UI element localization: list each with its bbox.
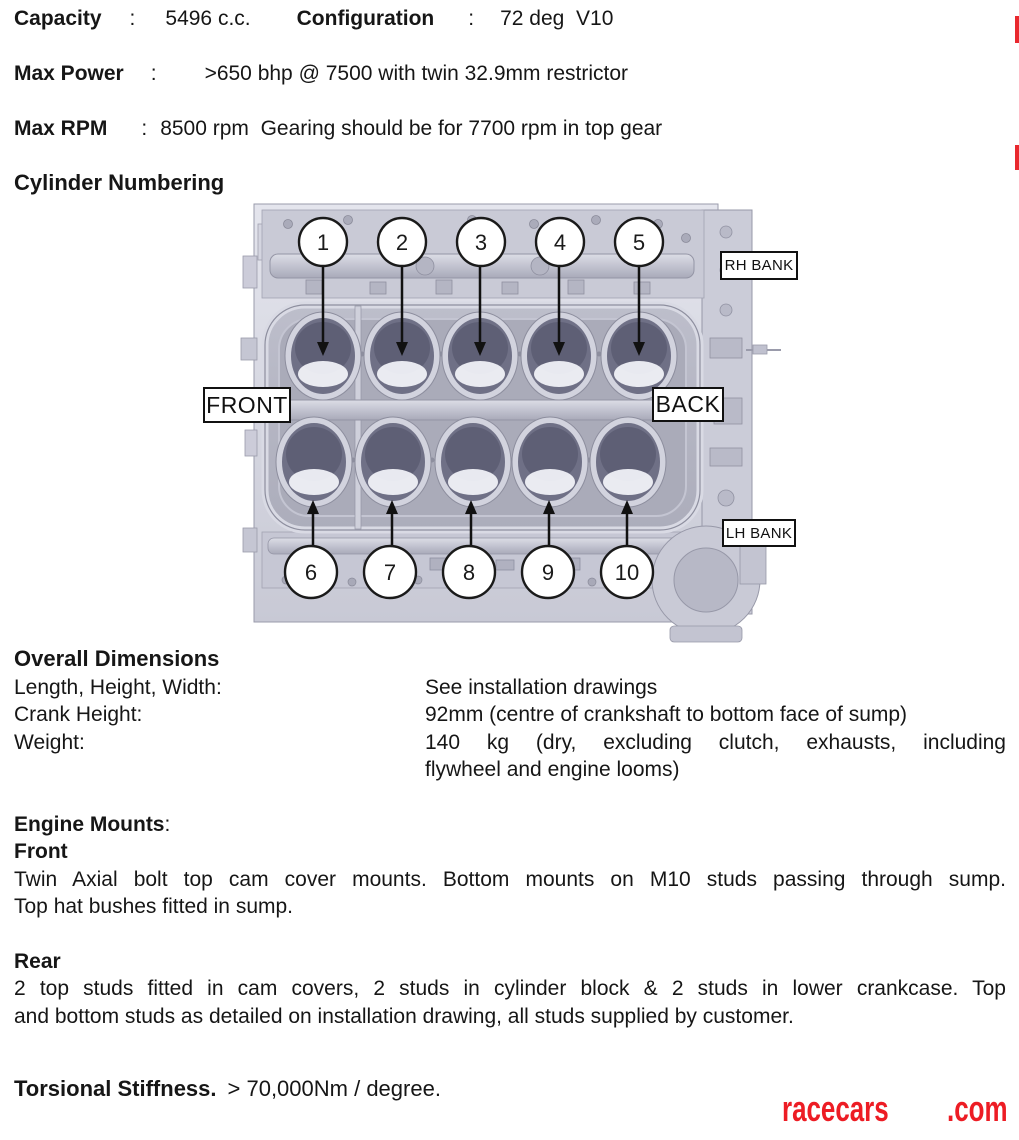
callout-number: 9	[542, 560, 554, 585]
front-mounts-line: Twin Axial bolt top cam cover mounts. Bo…	[14, 867, 1006, 891]
max-rpm-line: Max RPM : 8500 rpm Gearing should be for…	[14, 116, 662, 142]
callout-number: 1	[317, 230, 329, 255]
rh-bank-label: RH BANK	[720, 251, 798, 280]
dimension-value-line: 140 kg (dry, excluding clutch, exhausts,…	[425, 730, 1006, 754]
dimension-label: Length, Height, Width:	[14, 676, 222, 699]
dimension-value-line: flywheel and engine looms)	[425, 757, 680, 781]
watermark-racecars: racecars	[782, 1088, 889, 1129]
rear-mounts-section: Rear 2 top studs fitted in cam covers, 2…	[14, 948, 1006, 1030]
rear-mounts-heading: Rear	[14, 950, 61, 973]
colon: :	[141, 117, 148, 140]
watermark-dotcom: .com	[947, 1088, 1008, 1129]
cylinder-numbering-heading: Cylinder Numbering	[14, 170, 225, 195]
dimension-row: Crank Height: 92mm (centre of crankshaft…	[14, 701, 1006, 728]
rear-mounts-line: 2 top studs fitted in cam covers, 2 stud…	[14, 977, 1006, 1001]
capacity-label: Capacity	[14, 7, 102, 30]
configuration-value: 72 deg V10	[500, 7, 614, 30]
callout-arrows-top	[321, 266, 641, 344]
lh-bank-label: LH BANK	[722, 519, 796, 547]
max-rpm-label: Max RPM	[14, 117, 108, 140]
callout-number: 6	[305, 560, 317, 585]
front-label: FRONT	[203, 387, 291, 423]
max-rpm-value: 8500 rpm Gearing should be for 7700 rpm …	[160, 117, 663, 140]
callout-arrows-bottom	[311, 512, 629, 546]
red-edge-mark	[1015, 145, 1019, 170]
configuration-label: Configuration	[296, 7, 435, 30]
colon: :	[150, 62, 157, 85]
cylinder-callouts-bottom: 6 7 8 9 10	[283, 544, 655, 600]
dimension-label: Crank Height:	[14, 703, 143, 727]
max-power-label: Max Power	[14, 62, 124, 85]
dimension-row: Weight: 140 kg (dry, excluding clutch, e…	[14, 729, 1006, 784]
callout-number: 3	[475, 230, 487, 255]
engine-mounts-section: Engine Mounts: Front Twin Axial bolt top…	[14, 811, 1006, 920]
engine-mounts-heading-text: Engine Mounts	[14, 813, 165, 836]
rear-mounts-line: and bottom studs as detailed on installa…	[14, 1004, 794, 1028]
capacity-line: Capacity : 5496 c.c. Configuration : 72 …	[14, 6, 613, 32]
colon: :	[468, 7, 475, 30]
callout-arrowheads-bottom	[307, 500, 633, 514]
callout-number: 8	[463, 560, 475, 585]
dimension-value: See installation drawings	[425, 676, 658, 699]
max-power-line: Max Power : >650 bhp @ 7500 with twin 32…	[14, 61, 628, 87]
colon: :	[164, 813, 171, 836]
red-edge-mark	[1015, 16, 1019, 43]
dimension-value: 92mm (centre of crankshaft to bottom fac…	[425, 703, 908, 727]
callout-number: 4	[554, 230, 566, 255]
cylinder-callouts-top: 1 2 3 4 5	[297, 216, 665, 268]
back-label: BACK	[652, 387, 724, 422]
dimension-row: Length, Height, Width: See installation …	[14, 674, 1006, 701]
callout-arrowheads-top	[317, 342, 645, 356]
callout-number: 5	[633, 230, 645, 255]
callout-number: 7	[384, 560, 396, 585]
front-mounts-heading: Front	[14, 840, 68, 864]
engine-illustration: 1 2 3 4 5 6 7 8 9 10	[240, 203, 781, 643]
callout-number: 2	[396, 230, 408, 255]
cylinder-bores-bottom	[275, 416, 667, 508]
callout-number: 10	[615, 560, 639, 585]
torsional-stiffness-label: Torsional Stiffness.	[14, 1076, 217, 1101]
dimension-value: 140 kg (dry, excluding clutch, exhausts,…	[425, 729, 1006, 784]
dimension-label: Weight:	[14, 730, 85, 754]
overall-dimensions-heading: Overall Dimensions	[14, 646, 220, 671]
front-mounts-line: Top hat bushes fitted in sump.	[14, 894, 293, 918]
max-power-value: >650 bhp @ 7500 with twin 32.9mm restric…	[204, 62, 628, 85]
colon: :	[129, 7, 136, 30]
engine-mounts-heading: Engine Mounts:	[14, 811, 1006, 838]
torsional-stiffness-line: Torsional Stiffness. > 70,000Nm / degree…	[14, 1076, 441, 1102]
overall-dimensions-table: Length, Height, Width: See installation …	[14, 674, 1006, 783]
torsional-stiffness-value: > 70,000Nm / degree.	[227, 1076, 441, 1101]
capacity-value: 5496 c.c.	[165, 7, 251, 30]
